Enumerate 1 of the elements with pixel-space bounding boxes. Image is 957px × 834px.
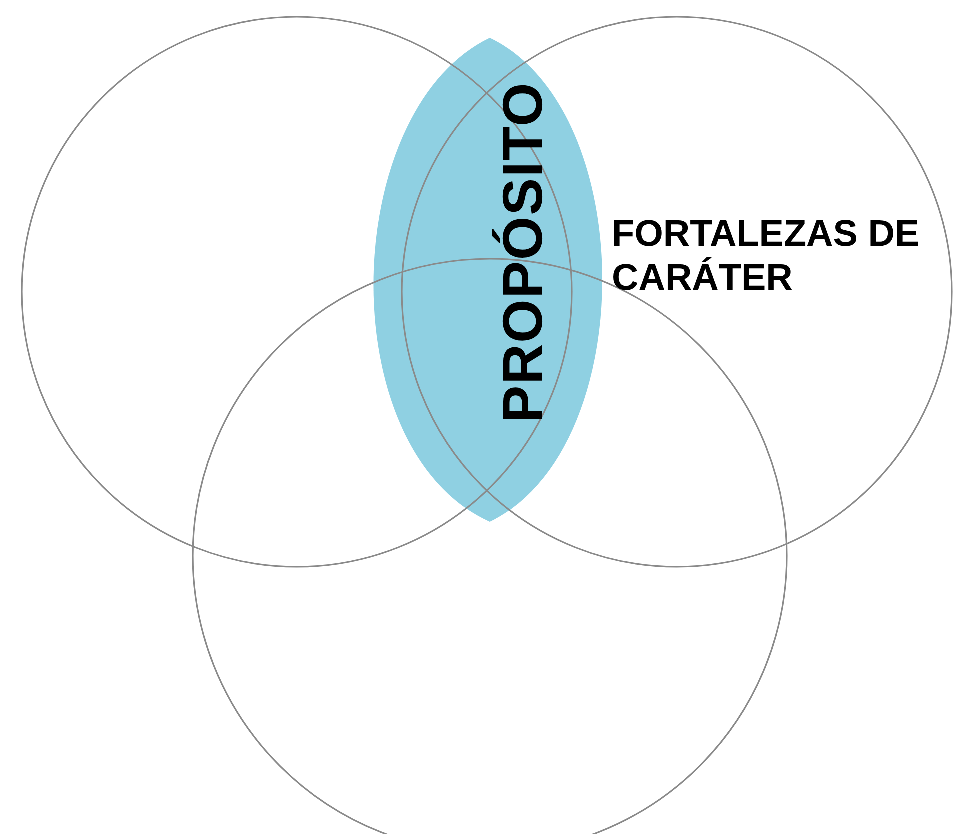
circle-label: FORTALEZAS DE CARÁTER [612,212,921,300]
